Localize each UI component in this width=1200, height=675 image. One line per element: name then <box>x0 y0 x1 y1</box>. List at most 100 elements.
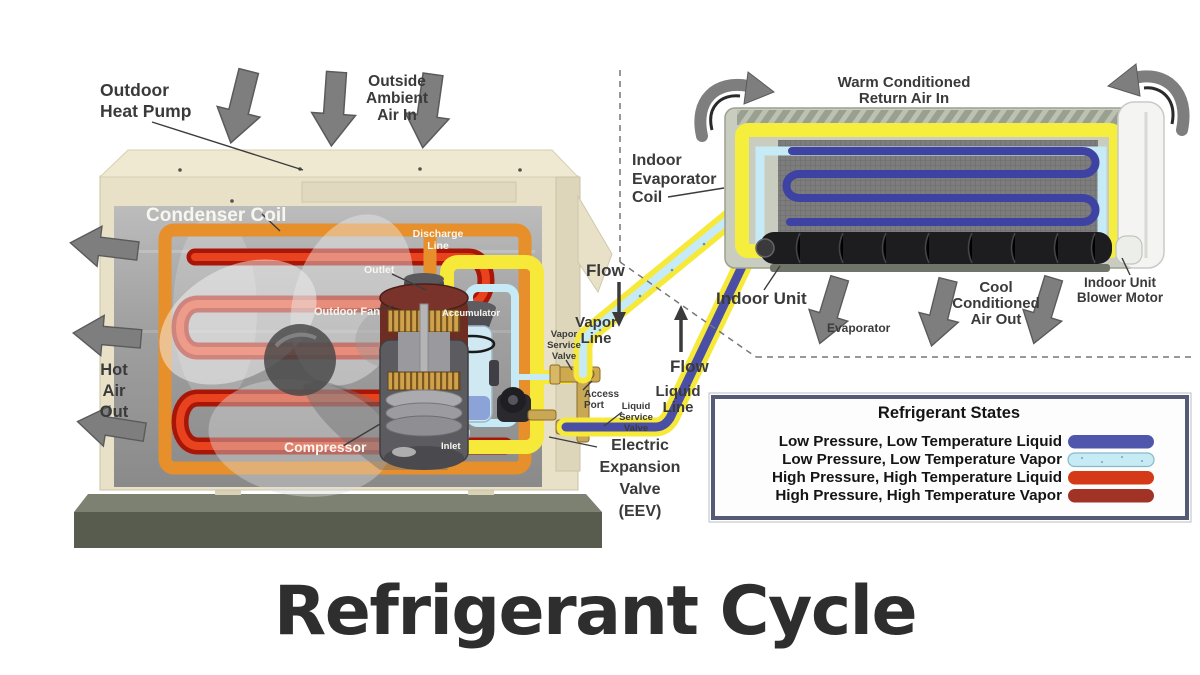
legend-swatch-hp-vapor <box>1068 489 1154 503</box>
legend-swatch-lp-liquid <box>1068 435 1154 449</box>
curved-arrow-accent-right <box>1143 86 1175 125</box>
legend-item-label: Low Pressure, Low Temperature Vapor <box>782 451 1062 468</box>
eev-stem <box>527 409 557 421</box>
label-eev-4: (EEV) <box>619 503 662 520</box>
label-discharge-line: Discharge <box>413 228 464 240</box>
label-vapor-service-valve-2: Service <box>547 340 581 351</box>
legend-item-label: High Pressure, High Temperature Vapor <box>775 487 1062 504</box>
legend-refrigerant-states: Refrigerant States Low Pressure, Low Tem… <box>708 392 1192 523</box>
label-vapor-service-valve-3: Valve <box>552 351 576 362</box>
label-outdoor-heat-pump-2: Heat Pump <box>100 101 191 121</box>
compressor-winding-bottom <box>387 371 461 391</box>
label-liquid-service-valve-3: Valve <box>624 423 648 434</box>
cabinet-lid <box>98 149 580 178</box>
label-hot-air-2: Air <box>103 382 127 400</box>
label-eev: Electric <box>611 437 669 454</box>
label-access-port: Access <box>584 389 619 400</box>
label-outdoor-heat-pump: Outdoor <box>100 80 169 100</box>
end-cap-panel <box>1117 101 1165 269</box>
pipe-speckles <box>598 242 706 332</box>
cabinet-vent-recess <box>301 181 517 203</box>
blower-drum <box>760 232 1112 264</box>
pointer-lines <box>151 121 1131 448</box>
curved-arrowhead-left <box>743 71 776 105</box>
label-condenser-coil: Condenser Coil <box>146 205 286 226</box>
liquid-line-pipe <box>561 223 787 432</box>
label-outside-ambient-3: Air In <box>377 107 417 124</box>
return-air-curved-arrow-left <box>694 78 754 142</box>
indoor-top-grille <box>737 110 1129 125</box>
label-indoor-unit: Indoor Unit <box>716 289 807 308</box>
indoor-end-cap <box>1115 101 1165 269</box>
label-outdoor-fan: Outdoor Fan <box>314 306 380 318</box>
blower-roller <box>755 232 1112 272</box>
label-indoor-evaporator-coil: Indoor <box>632 152 682 169</box>
label-cool-air-3: Air Out <box>971 311 1022 328</box>
blower-segments <box>795 232 1096 264</box>
indoor-unit <box>724 101 1165 272</box>
curved-arrow-accent-left <box>709 94 741 131</box>
legend-swatch-hp-liquid <box>1068 471 1154 485</box>
label-liquid-flow: Flow <box>670 357 709 376</box>
label-return-air-2: Return Air In <box>859 90 949 107</box>
boundary-dashed-diagonal <box>619 261 757 358</box>
legend-swatch-dots <box>1081 456 1143 463</box>
label-liquid-service-valve-2: Service <box>619 412 653 423</box>
eev-bolt <box>508 395 518 405</box>
concrete-pad-front <box>74 512 602 548</box>
label-cool-air: Cool <box>979 279 1012 296</box>
evaporator-coil-serpentine <box>782 147 1100 226</box>
label-vapor-service-valve: Vapor <box>551 329 578 340</box>
label-eev-3: Valve <box>620 481 661 498</box>
label-evaporator: Evaporator <box>827 321 891 335</box>
legend-item-label: High Pressure, High Temperature Liquid <box>772 469 1062 486</box>
fan-hub-highlight <box>274 332 317 348</box>
compressor-disc <box>385 415 463 437</box>
label-discharge-line-2: Line <box>427 240 449 252</box>
blower-motor-housing <box>1115 235 1143 265</box>
accumulator-port <box>489 360 499 386</box>
flow-direction-arrows <box>612 282 688 352</box>
blower-lip <box>770 264 1110 272</box>
label-accumulator: Accumulator <box>442 308 500 319</box>
return-air-curved-arrow-right <box>1128 70 1190 136</box>
label-compressor: Compressor <box>284 439 367 455</box>
blower-end-hub <box>755 238 775 258</box>
label-outside-ambient-2: Ambient <box>366 90 428 107</box>
label-return-air: Warm Conditioned <box>838 74 971 91</box>
labels: Outdoor Heat Pump Outside Ambient Air In… <box>100 73 1164 520</box>
panel-streak <box>120 330 535 333</box>
page-title: Refrigerant Cycle <box>274 572 916 651</box>
label-vapor-line-2: Line <box>581 330 612 347</box>
compressor-neck-cap <box>404 273 444 285</box>
line-set-pipes <box>556 190 787 437</box>
vapor-line-pipe <box>579 196 756 378</box>
fan-blade <box>208 379 392 497</box>
cabinet-side-bracket <box>577 194 613 294</box>
label-vapor-flow: Flow <box>586 261 625 280</box>
label-outside-ambient: Outside <box>368 73 426 90</box>
label-hot-air-3: Out <box>100 403 129 421</box>
legend-item-label: Low Pressure, Low Temperature Liquid <box>779 433 1062 450</box>
compressor-base-highlight <box>392 447 416 457</box>
label-inlet: Inlet <box>441 441 461 452</box>
outdoor-heat-pump-unit <box>74 149 629 548</box>
label-liquid-line-2: Line <box>663 399 694 416</box>
legend-title: Refrigerant States <box>878 404 1020 422</box>
concrete-pad-top <box>74 494 602 512</box>
label-blower-motor-2: Blower Motor <box>1077 290 1164 305</box>
eev-valve <box>497 387 557 422</box>
label-blower-motor: Indoor Unit <box>1084 275 1156 290</box>
label-vapor-line: Vapor <box>575 314 617 331</box>
curved-arrowhead-right <box>1106 63 1141 97</box>
label-access-port-2: Port <box>584 400 605 411</box>
label-liquid-line: Liquid <box>656 383 701 400</box>
label-eev-2: Expansion <box>600 459 681 476</box>
label-liquid-service-valve: Liquid <box>622 401 651 412</box>
label-indoor-evaporator-coil-2: Evaporator <box>632 171 716 188</box>
label-hot-air: Hot <box>100 361 128 379</box>
legend-swatch-lp-vapor <box>1067 452 1155 468</box>
return-air-curved-arrows <box>694 63 1190 142</box>
